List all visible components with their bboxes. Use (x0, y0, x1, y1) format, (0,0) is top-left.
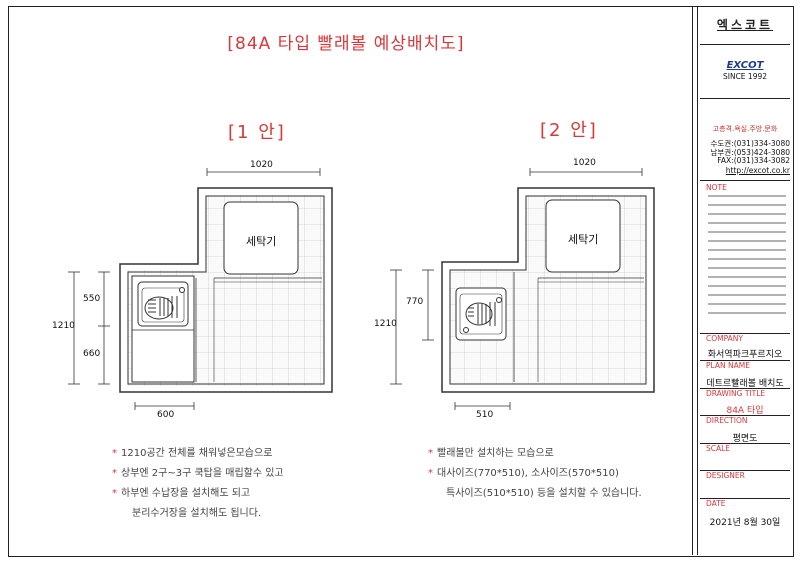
floor-plans (68, 168, 655, 410)
plan2-dim-top: 1020 (573, 158, 596, 168)
plan1-note: *1210공간 전체를 채워넣은모습으로 (112, 448, 273, 459)
company-name-kr: 엑스코트 (716, 18, 774, 32)
panel-divider (700, 415, 790, 416)
note-label: NOTE (706, 183, 727, 192)
title-block-divider-inner (697, 6, 698, 555)
plan2-drawing (390, 168, 655, 410)
plan2-title: [2 안] (540, 120, 598, 141)
plan1-note: 분리수거장을 설치해도 됩니다. (132, 508, 262, 519)
plan1-notes: *1210공간 전체를 채워넣은모습으로 *상부엔 2구~3구 쿡탑을 매립할수… (112, 444, 372, 524)
plan2-dim-left-upper: 770 (406, 297, 424, 307)
company-tagline: 고층격.욕실.주방.문화 (712, 125, 778, 133)
fax-number: FAX:(031)334-3082 (717, 156, 790, 165)
scale-label: SCALE (706, 444, 731, 453)
plan-name-label: PLAN NAME (706, 361, 750, 370)
note-lines (708, 195, 786, 314)
plan1-dim-left-upper: 550 (83, 294, 101, 304)
direction-value: 평면도 (732, 434, 758, 444)
panel-divider (700, 44, 790, 45)
drawing-title-value: 84A 타입 (726, 406, 764, 416)
panel-divider (700, 470, 790, 471)
title-block-divider (692, 6, 693, 555)
note-bullet: * (428, 448, 433, 459)
plan2-notes: *빨래볼만 설치하는 모습으로 *대사이즈(770*510), 소사이즈(570… (428, 444, 688, 504)
company-logo: EXCOT (726, 60, 764, 71)
plan1-dim-top: 1020 (250, 160, 273, 170)
designer-label: DESIGNER (706, 471, 745, 480)
phone-metro: 수도권:(031)334-3080 (710, 139, 790, 148)
plan2-note: 특사이즈(510*510) 등을 설치할 수 있습니다. (446, 488, 642, 499)
note-bullet: * (428, 468, 433, 479)
sheet-border (8, 6, 794, 557)
plan1-note: *하부엔 수납장을 설치해도 되고 (112, 488, 251, 499)
panel-divider (700, 180, 790, 181)
drawing-title-label: DRAWING TITLE (706, 389, 766, 398)
date-label: DATE (706, 499, 726, 508)
plan1-dim-bottom: 600 (157, 410, 175, 420)
website-link[interactable]: http://excot.co.kr (725, 166, 790, 175)
panel-divider (700, 443, 790, 444)
plan2-note: *대사이즈(770*510), 소사이즈(570*510) (428, 468, 619, 479)
plan1-drawing (68, 168, 333, 410)
plan1-dim-left-lower: 660 (83, 349, 101, 359)
plan1-title: [1 안] (228, 122, 286, 143)
plan1-washer-label: 세탁기 (246, 235, 277, 248)
panel-divider (700, 360, 790, 361)
panel-divider (700, 333, 790, 334)
panel-divider (700, 388, 790, 389)
drawing-title: [84A 타입 빨래볼 예상배치도] (227, 34, 465, 54)
plan2-washer-label: 세탁기 (568, 233, 599, 246)
plan1-dim-left-total: 1210 (52, 321, 75, 331)
plan2-dim-bottom: 510 (476, 410, 494, 420)
direction-label: DIRECTION (706, 416, 748, 425)
note-bullet: * (112, 448, 117, 459)
plan-name-value: 데트르빨래볼 배치도 (706, 379, 784, 389)
panel-divider (700, 98, 790, 99)
date-value: 2021년 8월 30일 (709, 518, 781, 528)
note-bullet: * (112, 468, 117, 479)
company-value: 화서역파크푸르지오 (707, 350, 783, 360)
company-label: COMPANY (706, 334, 743, 343)
phone-south: 남부권:(053)424-3080 (710, 148, 790, 157)
plan2-note: *빨래볼만 설치하는 모습으로 (428, 448, 554, 459)
company-since: SINCE 1992 (722, 72, 768, 81)
plan1-note: *상부엔 2구~3구 쿡탑을 매립할수 있고 (112, 468, 284, 479)
note-bullet: * (112, 488, 117, 499)
panel-divider (700, 498, 790, 499)
plan2-dim-left-total: 1210 (374, 319, 397, 329)
